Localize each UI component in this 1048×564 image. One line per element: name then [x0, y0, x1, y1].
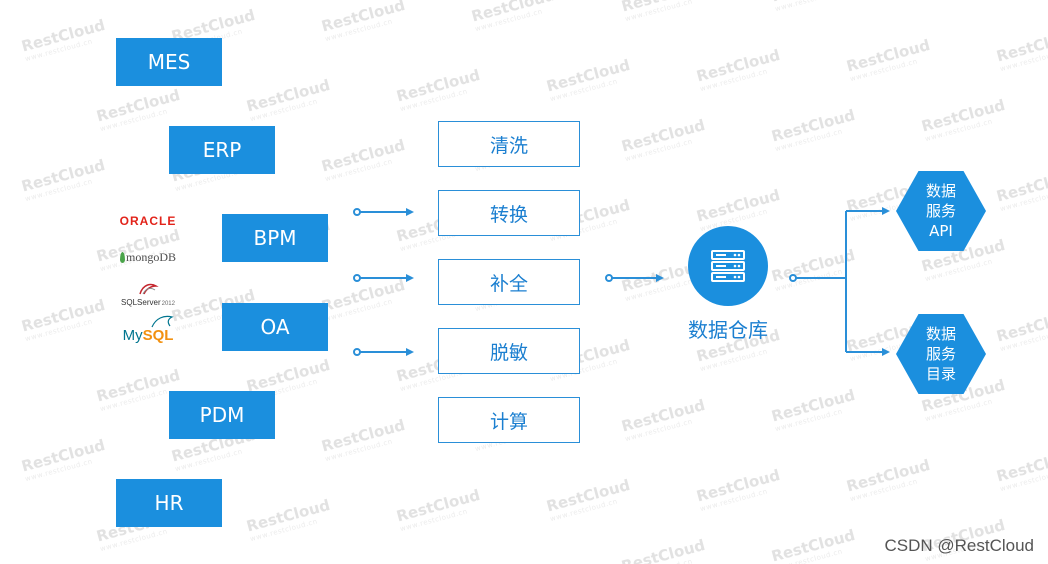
connector-dot	[605, 274, 613, 282]
source-label: HR	[154, 491, 184, 515]
mongodb-logo-text: mongoDB	[125, 250, 176, 264]
connector-dot	[353, 208, 361, 216]
output-label-line: 数据	[925, 182, 956, 200]
sqlserver-logo-text: SQLServer	[121, 298, 161, 307]
server-icon	[711, 250, 745, 282]
oracle-logo: ORACLE	[112, 210, 184, 229]
source-box-hr: HR	[116, 479, 222, 527]
source-label: OA	[260, 315, 290, 339]
mongodb-logo: mongoDB	[112, 247, 184, 266]
source-box-bpm: BPM	[222, 214, 328, 262]
source-label: PDM	[199, 403, 245, 427]
arrow-head	[406, 274, 414, 282]
source-label: ERP	[202, 138, 242, 162]
sqlserver-logo: SQLServer2012	[112, 282, 184, 309]
connector-dot	[353, 274, 361, 282]
arrow-head	[656, 274, 664, 282]
process-step-label: 补全	[489, 272, 528, 295]
arrow-head	[882, 348, 890, 356]
process-step-compute: 计算	[438, 397, 580, 443]
connector-dot	[353, 348, 361, 356]
output-label-line: 服务	[925, 345, 956, 363]
source-box-erp: ERP	[169, 126, 275, 174]
source-label: MES	[147, 50, 191, 74]
output-data-service-catalog: 数据 服务 目录	[896, 314, 986, 394]
sqlserver-year-text: 2012	[161, 301, 175, 307]
process-step-clean: 清洗	[438, 121, 580, 167]
arrow-head	[406, 208, 414, 216]
mongodb-leaf-icon	[119, 252, 125, 263]
source-box-pdm: PDM	[169, 391, 275, 439]
source-box-oa: OA	[222, 303, 328, 351]
data-warehouse-node	[688, 226, 768, 306]
source-label: BPM	[253, 226, 297, 250]
process-step-complete: 补全	[438, 259, 580, 305]
oracle-logo-text: ORACLE	[119, 214, 177, 228]
arrow-head	[406, 348, 414, 356]
data-warehouse-label: 数据仓库	[688, 318, 768, 342]
process-step-transform: 转换	[438, 190, 580, 236]
process-step-label: 清洗	[489, 134, 528, 157]
output-label-line: 数据	[925, 325, 956, 343]
process-step-label: 转换	[489, 203, 528, 226]
arrow-head	[882, 207, 890, 215]
mysql-logo-text-my: My	[122, 327, 143, 344]
output-label-line: API	[929, 222, 953, 240]
source-box-mes: MES	[116, 38, 222, 86]
mysql-dolphin-icon	[151, 315, 174, 328]
process-step-label: 计算	[489, 410, 528, 433]
credit-text: CSDN @RestCloud	[884, 536, 1034, 555]
sqlserver-swirl-icon	[139, 283, 159, 295]
process-step-desensitize: 脱敏	[438, 328, 580, 374]
output-label-line: 服务	[925, 202, 956, 220]
mysql-logo: MySQL	[112, 314, 184, 344]
mysql-logo-text-sql: SQL	[142, 327, 174, 344]
output-label-line: 目录	[925, 365, 956, 383]
connector-dot	[789, 274, 797, 282]
process-step-label: 脱敏	[489, 341, 528, 364]
